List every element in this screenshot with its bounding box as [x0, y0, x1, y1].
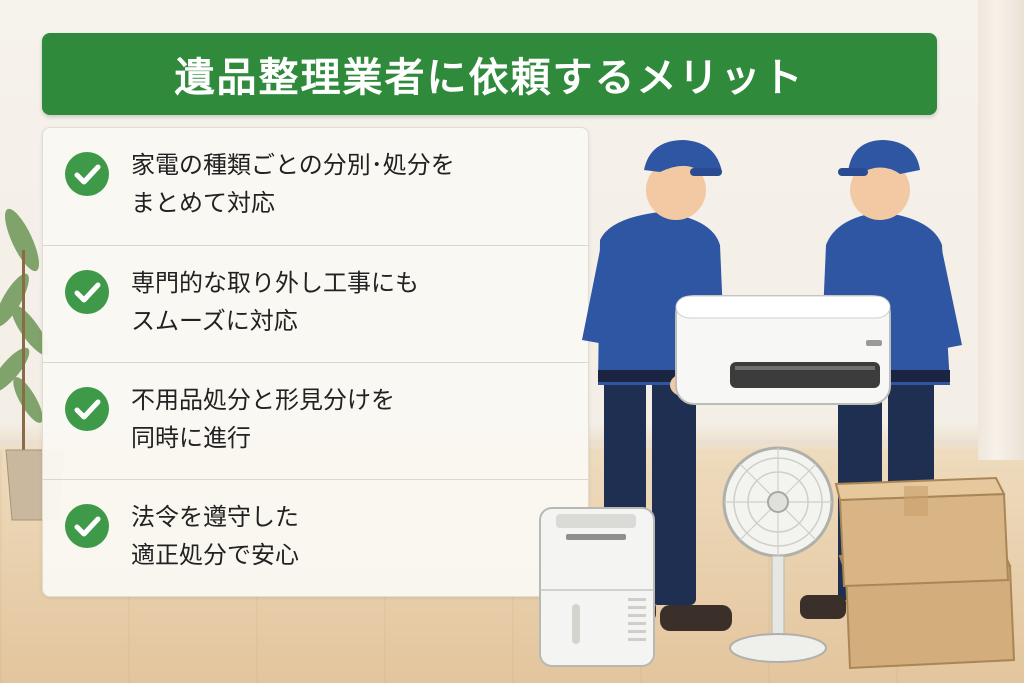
check-icon — [65, 387, 109, 431]
dehumidifier-icon — [539, 507, 655, 667]
list-item: 家電の種類ごとの分別･処分を まとめて対応 — [43, 128, 588, 240]
air-conditioner-icon — [675, 295, 891, 405]
list-item-text: 法令を遵守した 適正処分で安心 — [131, 498, 299, 574]
list-item: 法令を遵守した 適正処分で安心 — [43, 479, 588, 592]
list-item-line2: まとめて対応 — [131, 189, 275, 217]
list-item-line1: 家電の種類ごとの分別･処分を — [131, 151, 455, 179]
check-icon — [65, 152, 109, 196]
list-item-line1: 不用品処分と形見分けを — [131, 386, 395, 414]
list-item: 専門的な取り外し工事にも スムーズに対応 — [43, 245, 588, 358]
list-item-text: 家電の種類ごとの分別･処分を まとめて対応 — [131, 146, 455, 222]
check-icon — [65, 504, 109, 548]
benefit-list: 家電の種類ごとの分別･処分を まとめて対応 専門的な取り外し工事にも スムーズに… — [42, 127, 589, 597]
list-item-line1: 法令を遵守した — [131, 503, 299, 531]
curtain — [978, 0, 1024, 460]
list-item-line1: 専門的な取り外し工事にも — [131, 269, 419, 297]
list-item-text: 専門的な取り外し工事にも スムーズに対応 — [131, 264, 419, 340]
list-item-line2: スムーズに対応 — [131, 307, 298, 335]
check-icon — [65, 270, 109, 314]
list-item: 不用品処分と形見分けを 同時に進行 — [43, 362, 588, 475]
page-title: 遺品整理業者に依頼するメリット — [174, 55, 805, 101]
list-item-line2: 適正処分で安心 — [131, 541, 299, 569]
title-banner: 遺品整理業者に依頼するメリット — [42, 33, 937, 115]
list-item-text: 不用品処分と形見分けを 同時に進行 — [131, 381, 395, 457]
electric-fan-icon — [722, 446, 834, 663]
list-item-line2: 同時に進行 — [131, 424, 251, 452]
cardboard-box-icon — [834, 476, 1016, 670]
